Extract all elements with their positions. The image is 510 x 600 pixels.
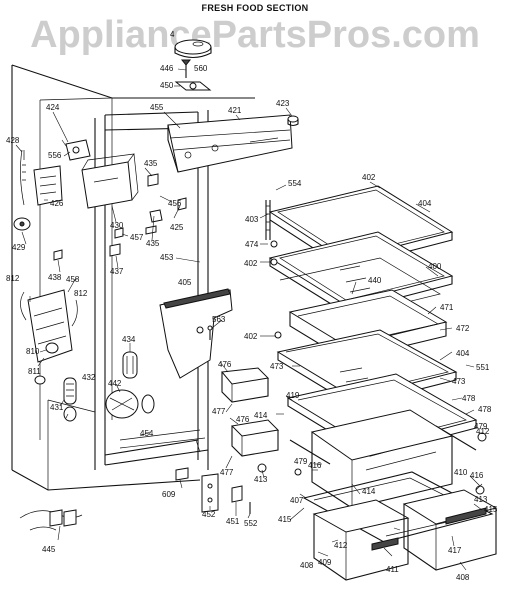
part-label: 473 [270,362,284,371]
part-label: 430 [110,221,124,230]
part-label: 446 [160,64,174,73]
part-label: 812 [74,289,88,298]
part-label: 428 [6,136,20,145]
part-label: 425 [170,223,184,232]
part-label: 442 [108,379,122,388]
part-label: 412 [476,427,490,436]
part-label: 4 [170,30,175,39]
part-label: 419 [286,391,300,400]
part-label: 426 [50,199,64,208]
part-label: 556 [48,151,62,160]
part-label: 452 [202,510,216,519]
part-label: 477 [220,468,234,477]
part-label: 479 [294,457,308,466]
part-label: 811 [28,367,41,376]
part-label: 551 [476,363,490,372]
part-label: 421 [228,106,242,115]
part-label: 437 [110,267,124,276]
part-label: 471 [440,303,454,312]
part-label: 456 [168,199,182,208]
part-label: 450 [160,81,174,90]
part-label: 411 [386,565,399,574]
part-label: 402 [244,259,258,268]
part-label: 414 [362,487,376,496]
part-label: 477 [212,407,226,416]
part-label: 609 [162,490,176,499]
part-label: 458 [66,275,80,284]
part-label: 400 [428,262,442,271]
part-label: 478 [478,405,492,414]
part-label: 415 [278,515,292,524]
part-label: 417 [448,546,462,555]
part-label: 409 [318,558,332,567]
part-label: 408 [300,561,314,570]
part-label: 563 [212,315,226,324]
part-label: 440 [368,276,382,285]
part-label: 438 [48,273,62,282]
part-label: 457 [130,233,144,242]
part-label: 552 [244,519,258,528]
part-label: 408 [456,573,470,582]
part-label: 416 [308,461,322,470]
part-label: 435 [146,239,160,248]
part-label: 476 [218,360,232,369]
part-label: 423 [276,99,290,108]
part-label: 454 [140,429,154,438]
shelves [257,185,498,581]
part-label: 810 [26,347,40,356]
top-control-parts [167,39,299,173]
part-labels: 4 446 560 450 455 421 423 424 428 556 43… [6,30,498,582]
leader-lines [15,68,483,571]
part-label: 434 [122,335,136,344]
part-label: 410 [454,468,468,477]
part-label: 424 [46,103,60,112]
part-label: 407 [290,496,304,505]
diagram-title: FRESH FOOD SECTION [201,3,309,13]
part-label: 478 [462,394,476,403]
part-label: 415 [484,505,498,514]
part-label: 405 [178,278,192,287]
part-label: 453 [160,253,174,262]
part-label: 451 [226,517,240,526]
part-label: 429 [12,243,26,252]
part-label: 403 [245,215,259,224]
part-label: 412 [334,541,348,550]
watermark: AppliancePartsPros.com [30,14,480,56]
part-label: 812 [6,274,20,283]
part-label: 414 [254,411,268,420]
part-label: 554 [288,179,302,188]
part-label: 455 [150,103,164,112]
part-label: 474 [245,240,259,249]
left-trays [221,367,280,457]
part-label: 402 [362,173,376,182]
part-label: 476 [236,415,250,424]
part-label: 560 [194,64,208,73]
left-control-parts [13,139,251,531]
part-label: 473 [452,377,466,386]
part-label: 413 [254,475,268,484]
part-label: 416 [470,471,484,480]
part-label: 413 [474,495,488,504]
part-label: 404 [418,199,432,208]
part-label: 402 [244,332,258,341]
part-label: 445 [42,545,56,554]
part-label: 479 [474,422,488,431]
part-label: 435 [144,159,158,168]
part-label: 432 [82,373,96,382]
part-label: 404 [456,349,470,358]
part-label: 431 [50,403,64,412]
cabinet-frame [11,64,255,491]
part-label: 472 [456,324,470,333]
